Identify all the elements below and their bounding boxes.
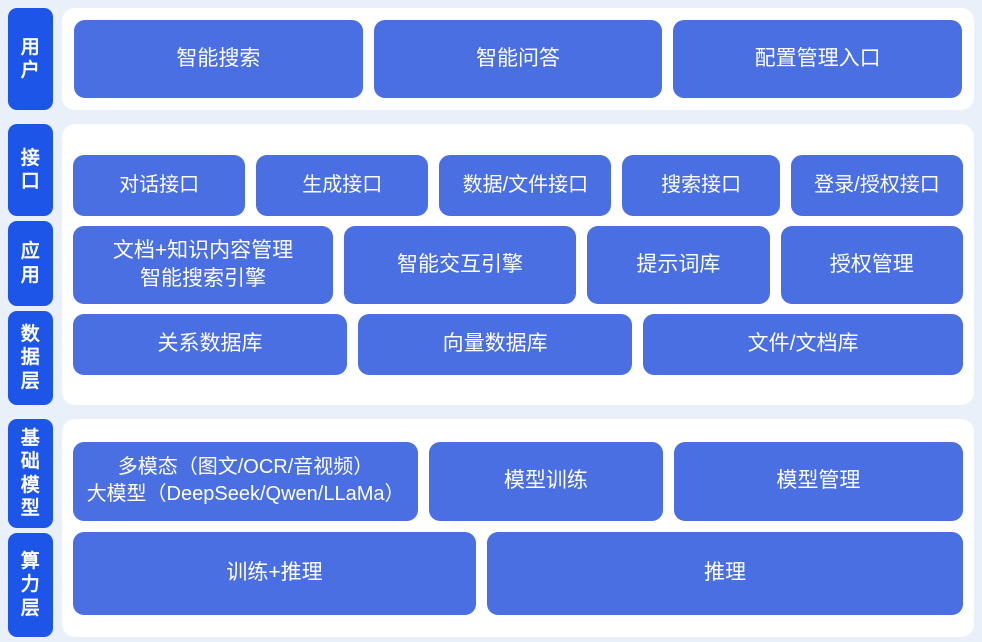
- row-models: 多模态（图文/OCR/音视频） 大模型（DeepSeek/Qwen/LLaMa）…: [73, 441, 963, 521]
- node-relational-database[interactable]: 关系数据库: [73, 313, 348, 375]
- node-file-document-store[interactable]: 文件/文档库: [643, 313, 964, 375]
- node-authorization-management[interactable]: 授权管理: [780, 225, 963, 304]
- node-model-management[interactable]: 模型管理: [673, 441, 963, 521]
- layer-chip-application: 应用: [8, 221, 53, 306]
- node-prompt-library[interactable]: 提示词库: [587, 225, 770, 304]
- node-generation-api[interactable]: 生成接口: [256, 154, 429, 216]
- layer-card-foundation: 多模态（图文/OCR/音视频） 大模型（DeepSeek/Qwen/LLaMa）…: [62, 419, 974, 637]
- layer-card-platform: 对话接口 生成接口 数据/文件接口 搜索接口 登录/授权接口 文档+知识内容管理…: [62, 124, 974, 405]
- layer-chip-base-model: 基础模型: [8, 419, 53, 528]
- node-intelligent-qa[interactable]: 智能问答: [373, 20, 663, 98]
- node-multimodal-large-model[interactable]: 多模态（图文/OCR/音视频） 大模型（DeepSeek/Qwen/LLaMa）: [73, 441, 419, 521]
- node-intelligent-search[interactable]: 智能搜索: [74, 20, 363, 98]
- node-inference[interactable]: 推理: [487, 531, 963, 615]
- node-vector-database[interactable]: 向量数据库: [358, 313, 633, 375]
- layer-chip-data: 数据层: [8, 311, 53, 405]
- layer-label-column-foundation: 基础模型 算力层: [8, 419, 53, 637]
- section-user: 用户 智能搜索 智能问答 配置管理入口: [8, 8, 974, 110]
- layer-chip-compute: 算力层: [8, 533, 53, 637]
- layer-chip-user: 用户: [8, 8, 53, 110]
- section-platform: 接口 应用 数据层 对话接口 生成接口 数据/文件接口 搜索接口 登录/授权接口…: [8, 124, 974, 405]
- node-doc-knowledge-management[interactable]: 文档+知识内容管理 智能搜索引擎: [73, 225, 333, 304]
- layer-label-column-platform: 接口 应用 数据层: [8, 124, 53, 405]
- node-training-inference[interactable]: 训练+推理: [73, 531, 477, 615]
- node-intelligent-interaction-engine[interactable]: 智能交互引擎: [343, 225, 577, 304]
- layer-chip-interface: 接口: [8, 124, 53, 216]
- row-user-entries: 智能搜索 智能问答 配置管理入口: [74, 20, 963, 98]
- row-compute: 训练+推理 推理: [73, 531, 963, 615]
- node-search-api[interactable]: 搜索接口: [622, 154, 780, 216]
- node-data-file-api[interactable]: 数据/文件接口: [439, 154, 612, 216]
- row-interface: 对话接口 生成接口 数据/文件接口 搜索接口 登录/授权接口: [73, 154, 963, 216]
- layer-card-user: 智能搜索 智能问答 配置管理入口: [62, 8, 974, 110]
- node-config-management-entry[interactable]: 配置管理入口: [673, 20, 963, 98]
- row-application: 文档+知识内容管理 智能搜索引擎 智能交互引擎 提示词库 授权管理: [73, 225, 963, 304]
- node-login-auth-api[interactable]: 登录/授权接口: [790, 154, 963, 216]
- layer-label-column-user: 用户: [8, 8, 53, 110]
- node-dialog-api[interactable]: 对话接口: [73, 154, 246, 216]
- node-model-training[interactable]: 模型训练: [429, 441, 663, 521]
- section-foundation: 基础模型 算力层 多模态（图文/OCR/音视频） 大模型（DeepSeek/Qw…: [8, 419, 974, 637]
- row-data: 关系数据库 向量数据库 文件/文档库: [73, 313, 964, 375]
